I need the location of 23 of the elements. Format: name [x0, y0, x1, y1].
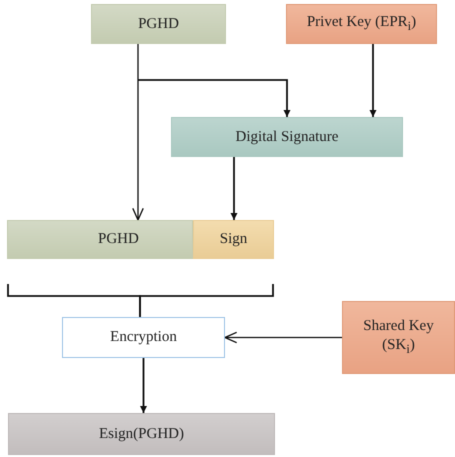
node-label: Digital Signature: [236, 128, 338, 146]
arrow: [132, 44, 144, 221]
node-label: PGHD: [138, 14, 179, 34]
arrow: [224, 332, 342, 344]
arrow: [230, 157, 238, 220]
node-label: Encryption: [110, 328, 177, 347]
bracket-connector: [139, 284, 274, 317]
key-box: [342, 301, 455, 374]
node-label: Esign(PGHD): [99, 424, 184, 444]
data-box: [91, 4, 226, 44]
arrow: [369, 44, 377, 117]
arrow: [140, 358, 148, 413]
data-box: [7, 220, 193, 259]
process-box: [171, 117, 403, 157]
node-label: Privet Key (EPR$_{i}$): [306, 13, 416, 35]
process-box: [62, 317, 225, 358]
node-label: PGHD: [98, 230, 139, 249]
output-box: [8, 413, 275, 455]
node-label: Sign: [220, 230, 248, 249]
key-box: [286, 4, 437, 44]
arrow: [138, 79, 291, 117]
node-label: Shared Key (SK$_{i}$): [362, 317, 435, 358]
signature-box: [193, 220, 274, 259]
